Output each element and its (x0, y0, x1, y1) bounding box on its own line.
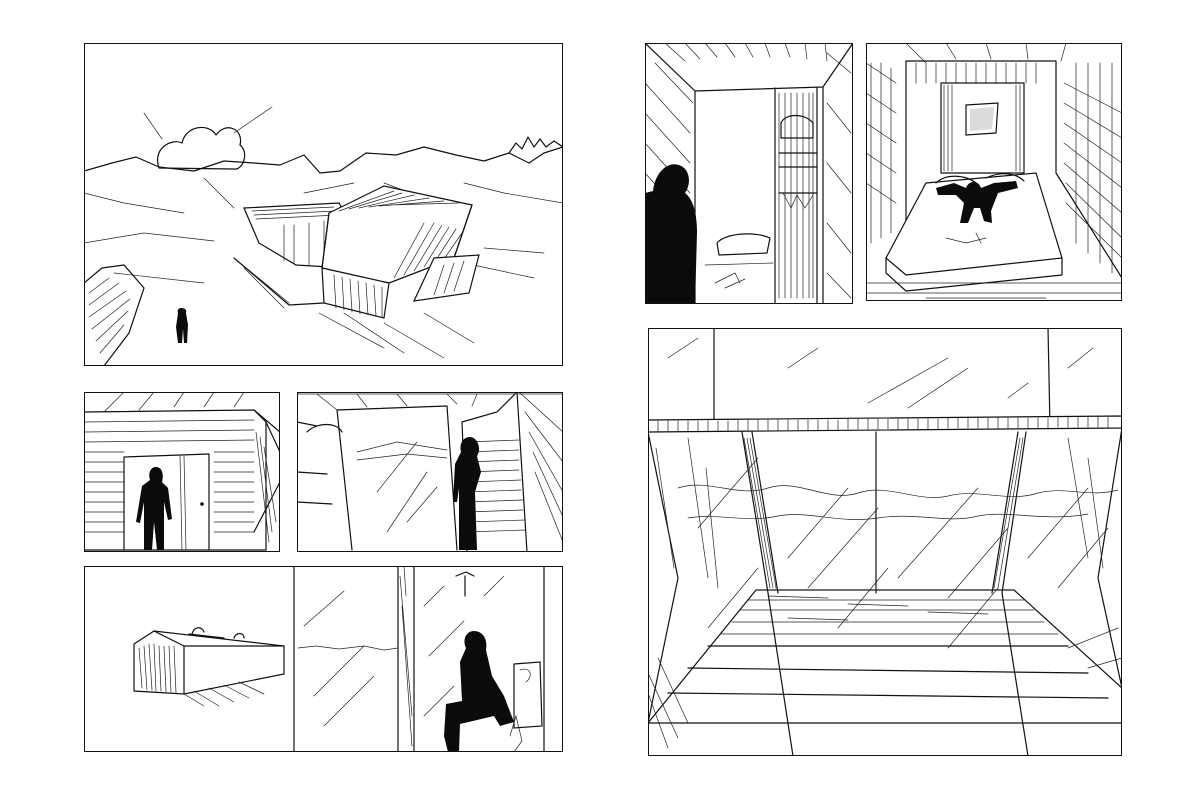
panel-doorway-silhouette (84, 392, 280, 552)
bathroom-sink-shower-icon (133, 566, 545, 752)
panel-landscape-house (84, 43, 563, 366)
bedroom-figure-icon (866, 43, 1122, 299)
landscape-house-icon (84, 106, 563, 366)
panel-panoramic-window (648, 328, 1122, 756)
panel-glass-wall-silhouette (297, 392, 563, 552)
closet-silhouette-icon (645, 43, 853, 304)
panel-bathroom (84, 566, 563, 752)
panoramic-window-room-icon (648, 328, 1122, 756)
glass-wall-silhouette-icon (297, 392, 563, 552)
panel-bedroom-figure (866, 43, 1122, 301)
doorway-silhouette-icon (84, 392, 280, 551)
panel-closet-silhouette (645, 43, 853, 304)
